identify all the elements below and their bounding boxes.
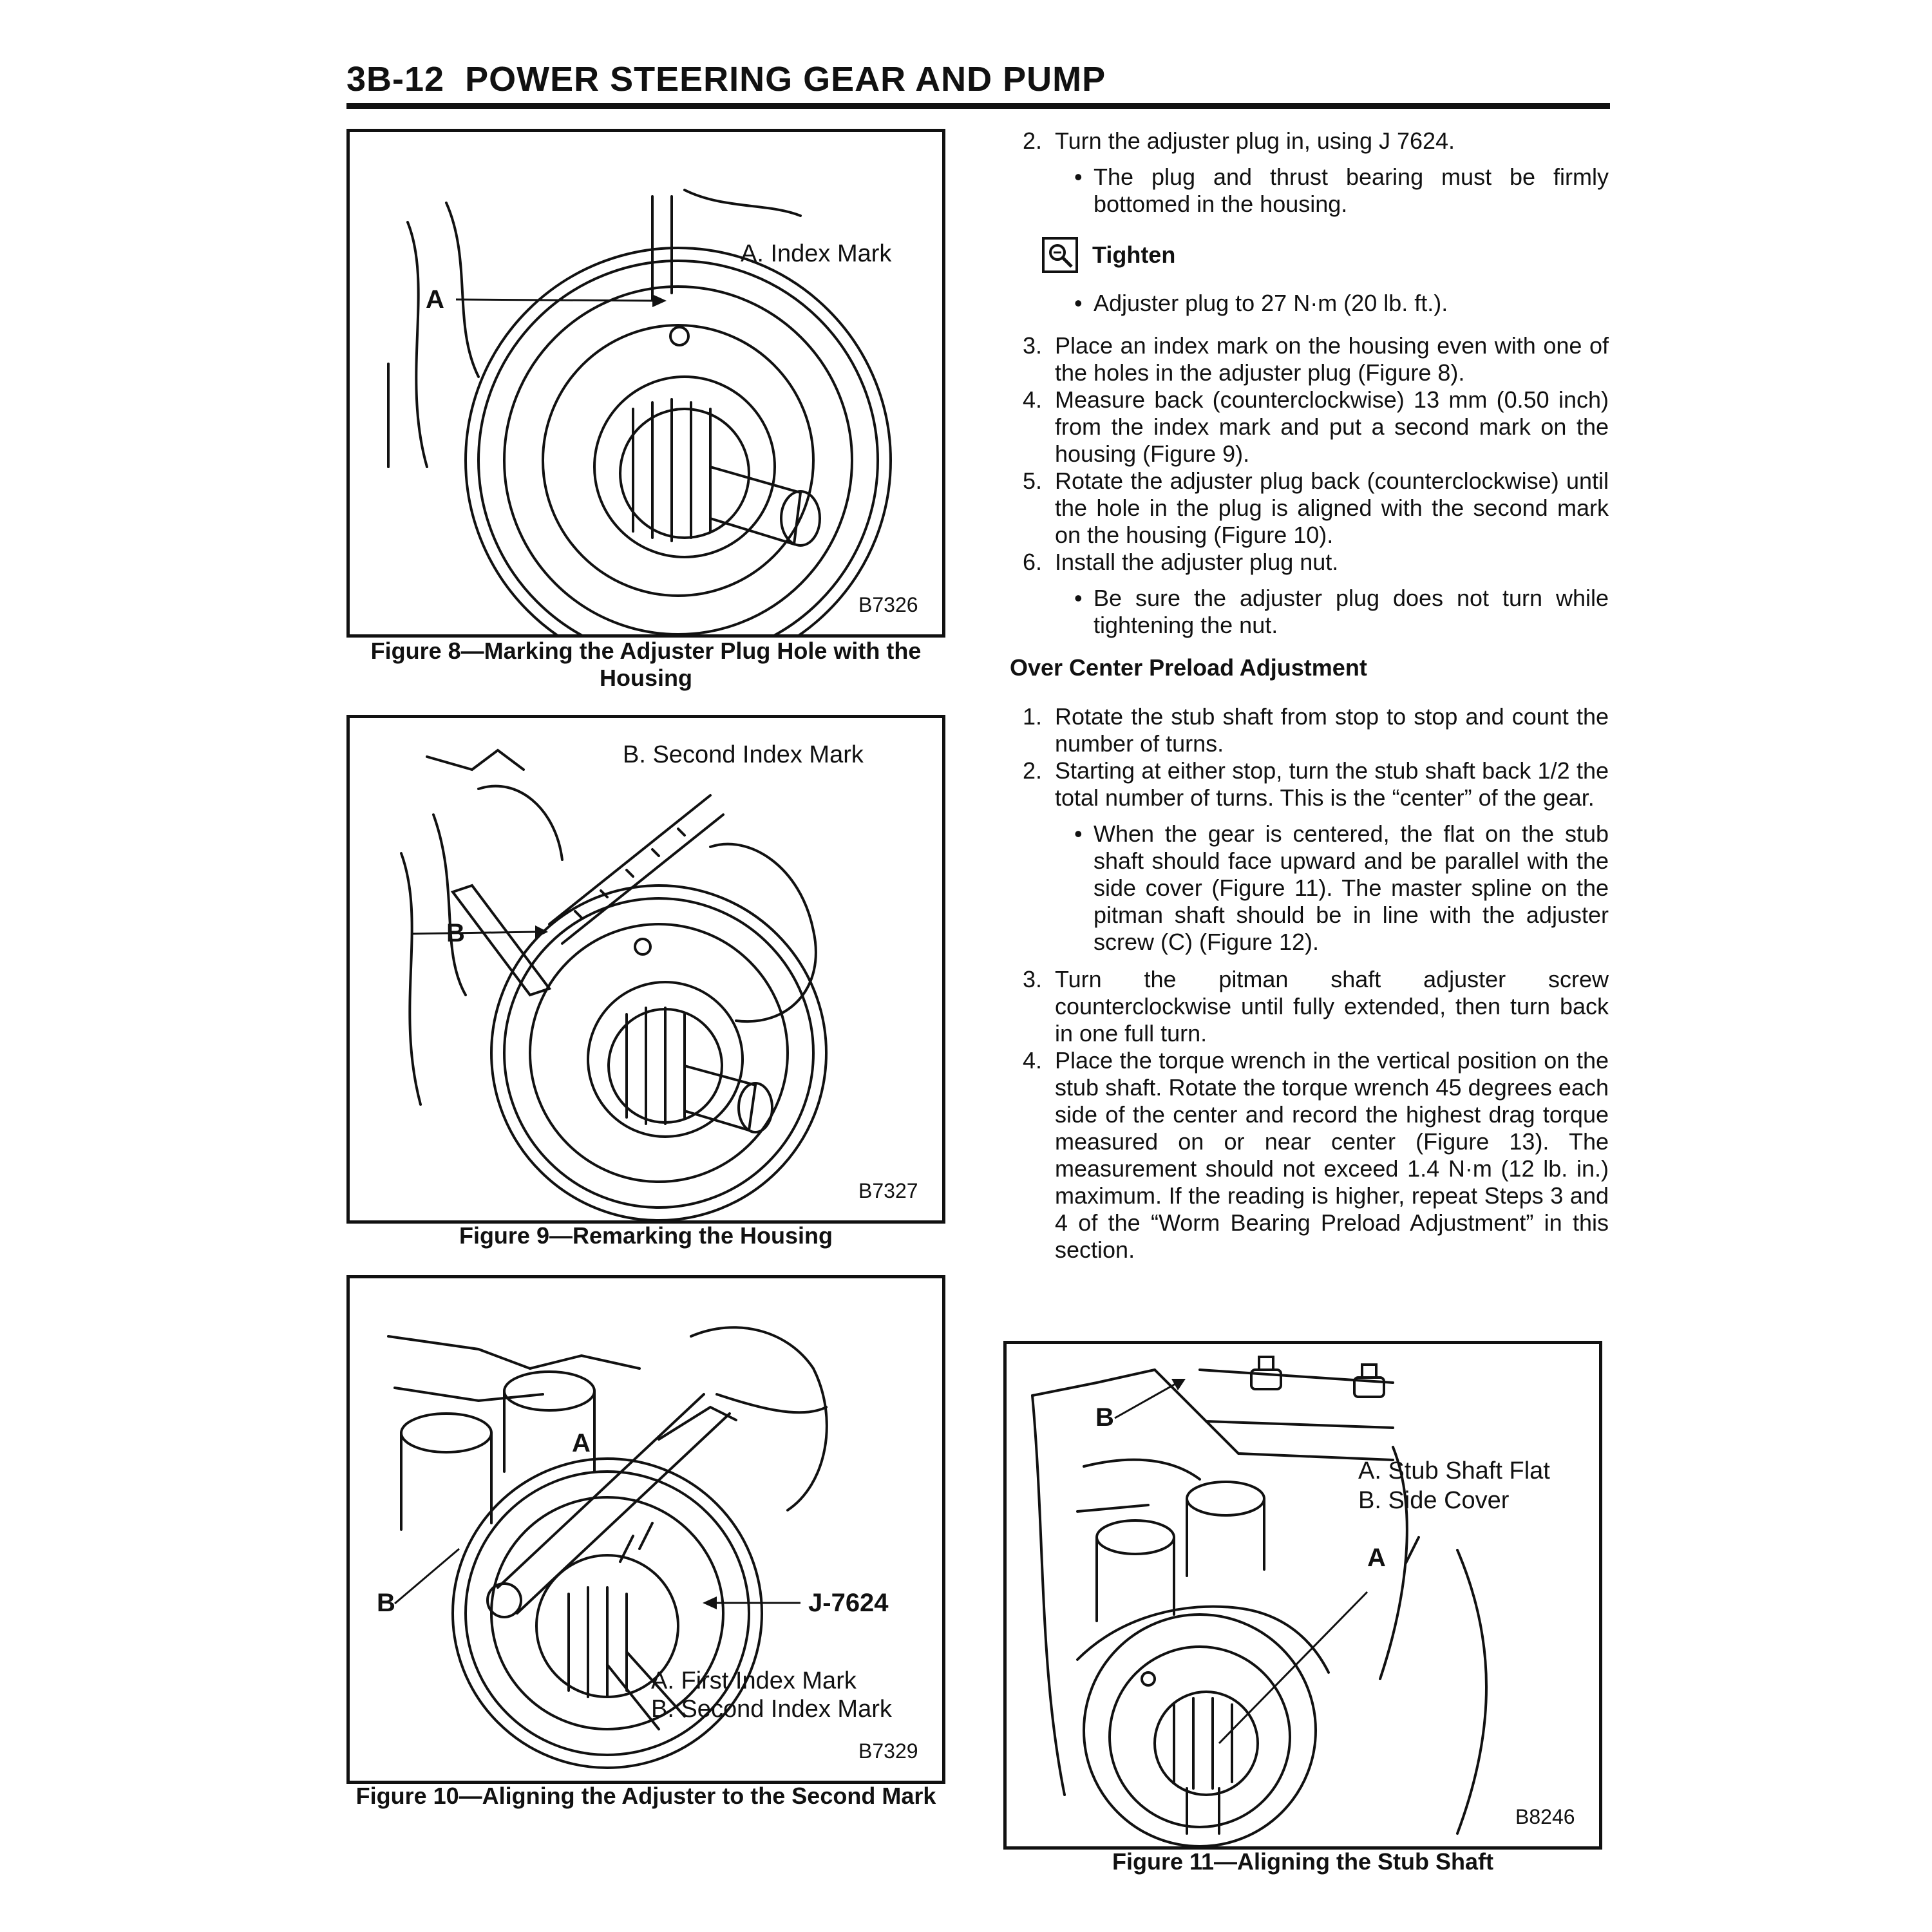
figure-9: B B. Second Index Mark B7327 bbox=[346, 715, 945, 1224]
section-subheading: Over Center Preload Adjustment bbox=[1010, 654, 1367, 681]
right-column: 2.Turn the adjuster plug in, using J 762… bbox=[1010, 128, 1609, 1264]
figure-10-callout-b: B bbox=[377, 1589, 395, 1617]
oc-step-2: 2.Starting at either stop, turn the stub… bbox=[1023, 757, 1609, 811]
page-title: POWER STEERING GEAR AND PUMP bbox=[465, 60, 1106, 99]
figure-8-caption: Figure 8—Marking the Adjuster Plug Hole … bbox=[370, 638, 922, 691]
oc-step-2-bullet: •When the gear is centered, the flat on … bbox=[1074, 820, 1609, 955]
step-2: 2.Turn the adjuster plug in, using J 762… bbox=[1023, 128, 1455, 154]
figure-11-caption: Figure 11—Aligning the Stub Shaft bbox=[1112, 1848, 1493, 1875]
figure-10-code: B7329 bbox=[858, 1739, 918, 1763]
figure-9-callout-b: B bbox=[446, 919, 465, 947]
figure-11-callout-a: A bbox=[1367, 1544, 1386, 1572]
step-6: 6.Install the adjuster plug nut. bbox=[1023, 549, 1339, 575]
oc-step-3: 3.Turn the pitman shaft adjuster screw c… bbox=[1023, 966, 1609, 1046]
tighten-label: Tighten bbox=[1092, 242, 1176, 268]
figure-11-legend-b: B. Side Cover bbox=[1358, 1487, 1510, 1514]
step-6-bullet: •Be sure the adjuster plug does not turn… bbox=[1074, 585, 1609, 638]
step-2-bullet: •The plug and thrust bearing must be fir… bbox=[1074, 164, 1609, 217]
figure-11-legend-a: A. Stub Shaft Flat bbox=[1358, 1457, 1550, 1484]
figure-9-caption: Figure 9—Remarking the Housing bbox=[459, 1222, 833, 1249]
tighten-block: Tighten bbox=[1010, 237, 1609, 273]
figure-11-code: B8246 bbox=[1515, 1805, 1575, 1828]
figure-10-tool-label: J-7624 bbox=[808, 1589, 889, 1617]
figure-11-illustration bbox=[1031, 1356, 1488, 1846]
figure-8-legend-a: A. Index Mark bbox=[741, 240, 892, 267]
figure-8-code: B7326 bbox=[858, 593, 918, 616]
step-3: 3.Place an index mark on the housing eve… bbox=[1023, 332, 1609, 386]
section-number: 3B-12 bbox=[346, 60, 445, 99]
page-header: 3B-12 POWER STEERING GEAR AND PUMP bbox=[346, 59, 1610, 108]
figure-9-illustration bbox=[400, 748, 828, 1220]
figure-10-legend-b: B. Second Index Mark bbox=[651, 1696, 892, 1723]
oc-step-1: 1.Rotate the stub shaft from stop to sto… bbox=[1023, 703, 1609, 757]
figure-11: A B A. Stub Shaft Flat B. Side Cover B82… bbox=[1003, 1341, 1602, 1850]
figure-10-callout-a: A bbox=[572, 1429, 591, 1457]
figure-8: A A. Index Mark B7326 bbox=[346, 129, 945, 638]
figure-10-legend-a: A. First Index Mark bbox=[651, 1667, 857, 1694]
figure-10-illustration bbox=[387, 1326, 828, 1769]
figure-11-callout-b: B bbox=[1095, 1403, 1114, 1432]
torque-wrench-icon bbox=[1042, 237, 1078, 273]
figure-8-callout-a: A bbox=[426, 285, 444, 314]
step-4: 4.Measure back (counterclockwise) 13 mm … bbox=[1023, 386, 1609, 467]
figure-8-illustration bbox=[387, 189, 892, 634]
figure-9-legend-b: B. Second Index Mark bbox=[623, 741, 864, 768]
figure-10-caption: Figure 10—Aligning the Adjuster to the S… bbox=[355, 1783, 936, 1809]
step-5: 5.Rotate the adjuster plug back (counter… bbox=[1023, 468, 1609, 548]
figure-10: A B J-7624 A. First Index Mark B. Second… bbox=[346, 1275, 945, 1784]
oc-step-4: 4.Place the torque wrench in the vertica… bbox=[1023, 1047, 1609, 1263]
tighten-bullet: •Adjuster plug to 27 N·m (20 lb. ft.). bbox=[1074, 290, 1448, 316]
figure-9-code: B7327 bbox=[858, 1179, 918, 1202]
header-rule bbox=[346, 103, 1610, 109]
